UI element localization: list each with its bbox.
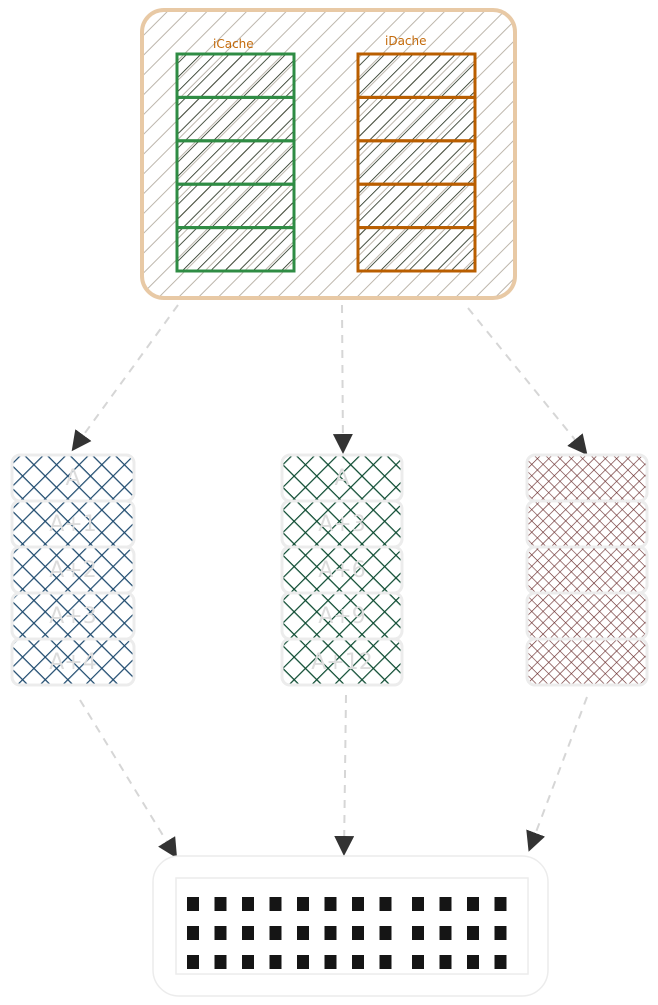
output-square	[494, 926, 507, 940]
icache-line	[175, 139, 296, 186]
output-square	[214, 897, 227, 911]
cell-label: A+4	[49, 650, 96, 675]
cell-label: A+12	[311, 650, 372, 675]
icache-line	[175, 95, 296, 143]
idache-line	[356, 139, 477, 186]
arrow-to-column-3	[467, 307, 588, 456]
column-cell	[280, 637, 404, 687]
output-square	[412, 897, 424, 911]
output-square	[297, 926, 309, 940]
output-square	[412, 926, 424, 940]
arrows	[71, 304, 588, 859]
output-square	[352, 897, 364, 911]
output-square	[324, 955, 337, 969]
icache-line	[175, 226, 296, 273]
column-2: A A+3A+6A+9A+12	[280, 453, 404, 687]
output-square	[242, 955, 254, 969]
cell-label: A+9	[318, 604, 365, 629]
output-square	[214, 926, 227, 940]
columns: AA+1A+2A+3A+4AA+3A+6A+9A+12	[10, 453, 649, 687]
column-cell	[525, 637, 649, 687]
output-square	[187, 926, 199, 940]
idache-line	[356, 226, 477, 273]
arrow-from-column-2	[334, 694, 355, 856]
output-square	[269, 897, 282, 911]
output-square	[379, 955, 392, 969]
cell-label: A+3	[49, 604, 96, 629]
icache-label: iCache	[213, 37, 254, 51]
output-square	[352, 926, 364, 940]
output-square	[269, 926, 282, 940]
cell-label: A+3	[318, 512, 365, 537]
cell-label: A	[65, 466, 80, 491]
idache-line	[356, 182, 477, 230]
output-square	[269, 955, 282, 969]
output-square	[297, 897, 309, 911]
output-square	[467, 897, 479, 911]
column-3	[525, 453, 649, 687]
output-square	[324, 926, 337, 940]
column-cell	[10, 637, 136, 687]
output-square	[494, 897, 507, 911]
cell-label: A+1	[49, 512, 96, 537]
icache-line	[175, 52, 296, 99]
output-square	[439, 926, 452, 940]
output-block	[152, 855, 549, 997]
output-square	[187, 897, 199, 911]
column-1: A A+1A+2A+3A+4	[10, 453, 136, 687]
arrow-from-column-1	[79, 699, 178, 859]
output-square	[439, 897, 452, 911]
column-cell	[525, 499, 649, 549]
arrow-from-column-3	[526, 696, 588, 852]
icache-stack	[175, 52, 296, 273]
output-square	[379, 897, 392, 911]
idache-line	[356, 95, 477, 143]
output-square	[467, 955, 479, 969]
output-square	[467, 926, 479, 940]
output-square	[412, 955, 424, 969]
output-square	[324, 897, 337, 911]
output-square	[494, 955, 507, 969]
column-cell	[525, 545, 649, 595]
cell-label: A+2	[49, 558, 96, 583]
output-square	[214, 955, 227, 969]
output-square	[439, 955, 452, 969]
idache-stack	[356, 52, 477, 273]
column-cell	[525, 591, 649, 641]
arrow-to-column-2	[332, 304, 353, 454]
output-square	[352, 955, 364, 969]
output-square	[297, 955, 309, 969]
output-square	[242, 897, 254, 911]
cell-label: A+6	[318, 558, 365, 583]
icache-line	[175, 182, 296, 230]
idache-line	[356, 52, 477, 99]
output-square	[242, 926, 254, 940]
output-square	[379, 926, 392, 940]
cell-label: A	[334, 466, 349, 491]
arrow-to-column-1	[71, 304, 179, 452]
column-cell	[525, 453, 649, 503]
output-square	[187, 955, 199, 969]
idache-label: iDache	[385, 34, 427, 48]
